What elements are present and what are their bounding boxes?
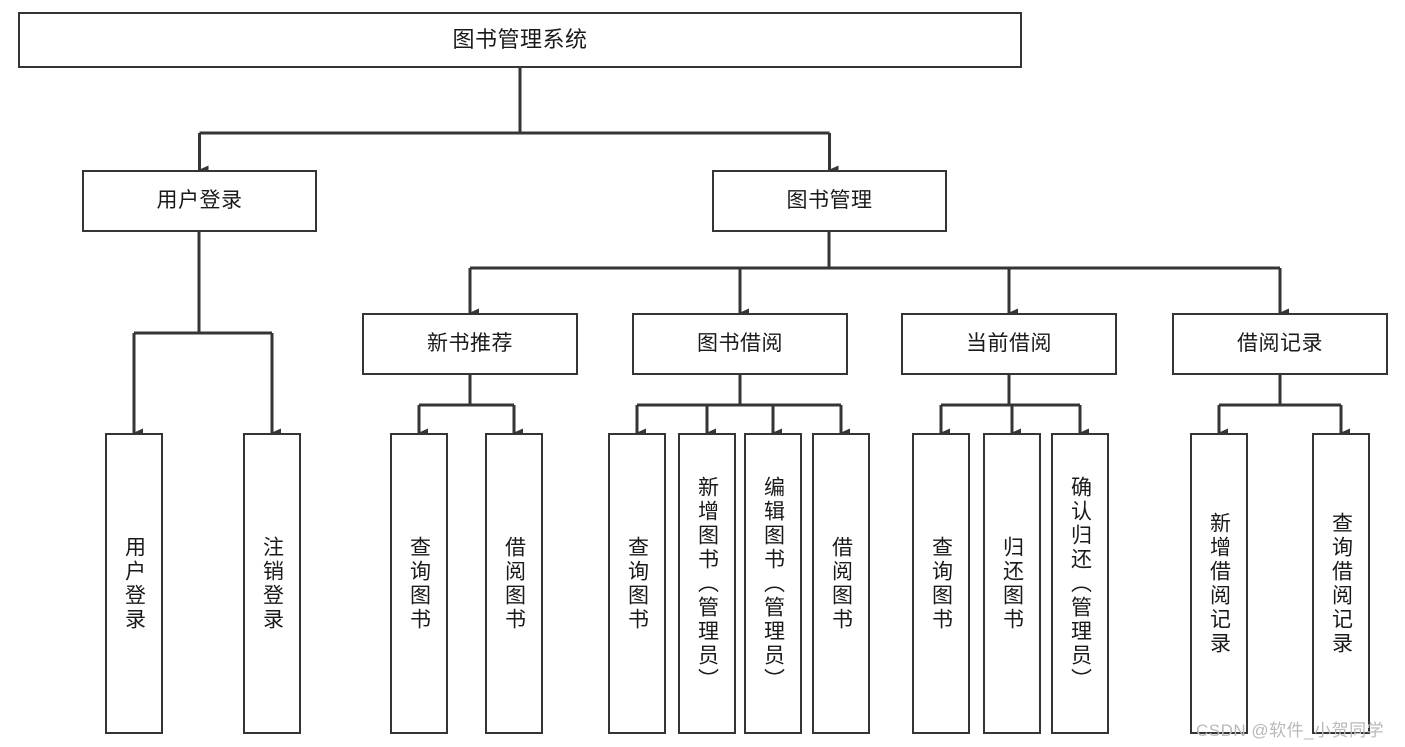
node-label: 注销登录 [260, 535, 284, 632]
node-borrow: 图书借阅 [632, 313, 848, 375]
node-label: 借阅记录 [1237, 331, 1323, 355]
node-leaf-cur-1: 查询图书 [912, 433, 970, 734]
node-label: 新增图书（管理员） [695, 475, 719, 692]
node-label: 确认归还（管理员） [1068, 475, 1092, 692]
node-label: 归还图书 [1000, 535, 1024, 632]
node-records: 借阅记录 [1172, 313, 1388, 375]
node-leaf-rec-1: 新增借阅记录 [1190, 433, 1248, 734]
node-leaf-cur-3: 确认归还（管理员） [1051, 433, 1109, 734]
node-label: 新书推荐 [427, 331, 513, 355]
node-label: 用户登录 [156, 188, 243, 212]
node-leaf-login-2: 注销登录 [243, 433, 301, 734]
csdn-watermark: CSDN @软件_小贺同学 [1196, 721, 1385, 740]
node-label: 当前借阅 [966, 331, 1052, 355]
node-leaf-cur-2: 归还图书 [983, 433, 1041, 734]
node-leaf-borrow-2: 新增图书（管理员） [678, 433, 736, 734]
node-label: 借阅图书 [502, 535, 526, 632]
node-label: 新增借阅记录 [1207, 511, 1231, 656]
node-leaf-login-1: 用户登录 [105, 433, 163, 734]
node-bookmgmt: 图书管理 [712, 170, 947, 232]
node-label: 借阅图书 [829, 535, 853, 632]
node-label: 查询借阅记录 [1329, 511, 1353, 656]
node-label: 图书管理 [786, 188, 873, 212]
node-leaf-new-2: 借阅图书 [485, 433, 543, 734]
node-label: 图书借阅 [697, 331, 783, 355]
node-leaf-rec-2: 查询借阅记录 [1312, 433, 1370, 734]
node-label: 查询图书 [929, 535, 953, 632]
node-leaf-new-1: 查询图书 [390, 433, 448, 734]
node-current: 当前借阅 [901, 313, 1117, 375]
node-leaf-borrow-1: 查询图书 [608, 433, 666, 734]
node-label: 查询图书 [625, 535, 649, 632]
node-label: 编辑图书（管理员） [761, 475, 785, 692]
node-newbooks: 新书推荐 [362, 313, 578, 375]
node-label: 用户登录 [122, 535, 146, 632]
node-label: 图书管理系统 [452, 27, 588, 53]
node-leaf-borrow-4: 借阅图书 [812, 433, 870, 734]
node-leaf-borrow-3: 编辑图书（管理员） [744, 433, 802, 734]
node-label: 查询图书 [407, 535, 431, 632]
node-login: 用户登录 [82, 170, 317, 232]
node-root: 图书管理系统 [18, 12, 1022, 68]
